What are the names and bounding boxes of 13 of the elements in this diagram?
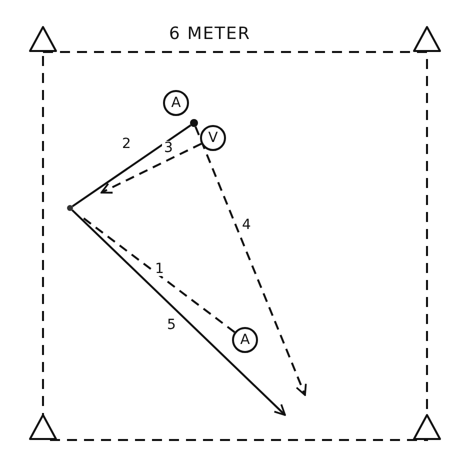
edge-label: 3 [162,141,175,155]
edge-label: 1 [153,262,166,276]
turn-point [67,205,73,211]
player-circle: A [163,90,189,116]
player-circle: A [232,327,258,353]
ball [190,119,198,127]
edge-label: 2 [120,137,133,151]
arrow [71,209,286,416]
arrow [100,142,202,194]
arrow [194,126,307,396]
edge-label: 4 [240,218,253,232]
edge-label: 5 [165,318,178,332]
player-circle: V [200,125,226,151]
